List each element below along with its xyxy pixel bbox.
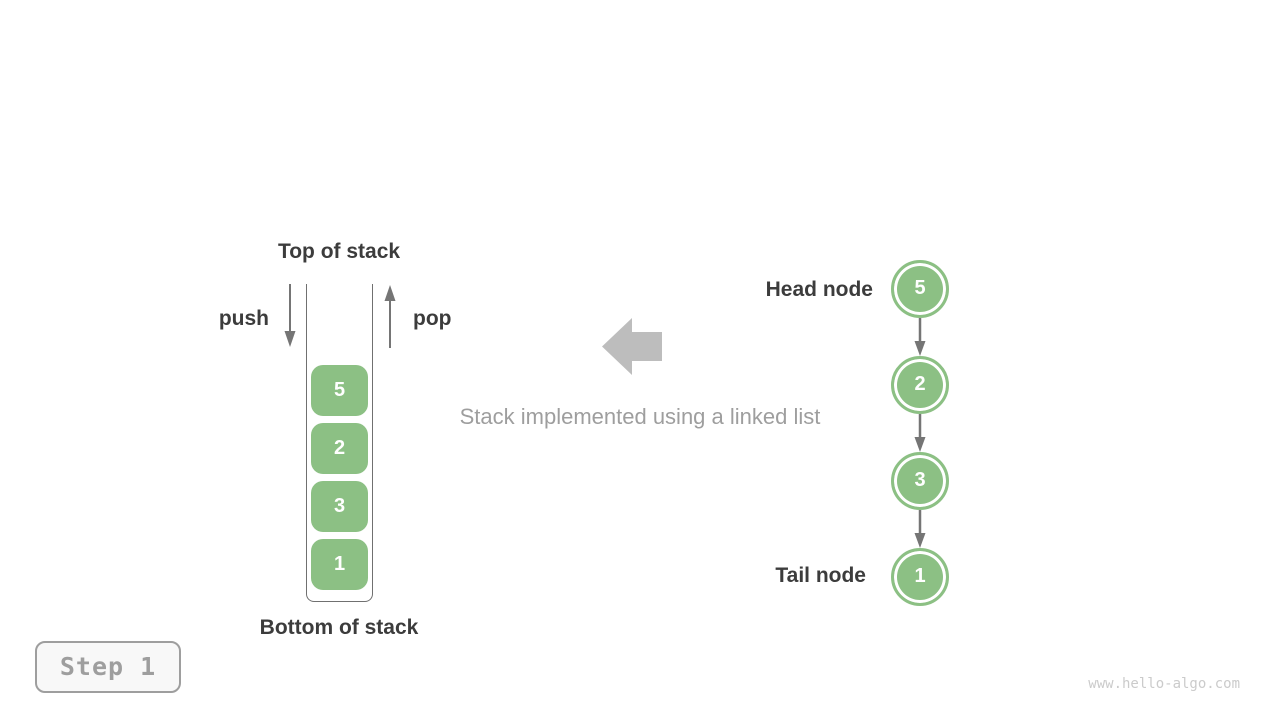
push-label: push xyxy=(218,307,269,330)
top-of-stack-label: Top of stack xyxy=(277,240,401,263)
stack-item: 1 xyxy=(311,539,368,590)
push-down-arrow-icon xyxy=(284,284,296,347)
stack-container xyxy=(306,284,373,602)
linked-list-node: 3 xyxy=(891,452,949,510)
pop-label: pop xyxy=(413,307,452,330)
linked-list-node: 1 xyxy=(891,548,949,606)
diagram-caption: Stack implemented using a linked list xyxy=(459,404,821,429)
linked-list-node: 5 xyxy=(891,260,949,318)
step-badge: Step 1 xyxy=(35,641,181,693)
stack-items: 5 2 3 1 xyxy=(311,365,368,590)
block-arrow-left-icon xyxy=(602,318,662,375)
bottom-of-stack-label: Bottom of stack xyxy=(259,616,419,639)
linked-list-node: 2 xyxy=(891,356,949,414)
stack-item: 2 xyxy=(311,423,368,474)
watermark-url: www.hello-algo.com xyxy=(1088,676,1240,692)
link-down-arrow-icon xyxy=(914,510,926,548)
tail-node-label: Tail node xyxy=(775,564,866,587)
pop-up-arrow-icon xyxy=(384,285,396,348)
stack-item: 3 xyxy=(311,481,368,532)
stack-item: 5 xyxy=(311,365,368,416)
link-down-arrow-icon xyxy=(914,414,926,452)
link-down-arrow-icon xyxy=(914,318,926,356)
head-node-label: Head node xyxy=(765,278,873,301)
